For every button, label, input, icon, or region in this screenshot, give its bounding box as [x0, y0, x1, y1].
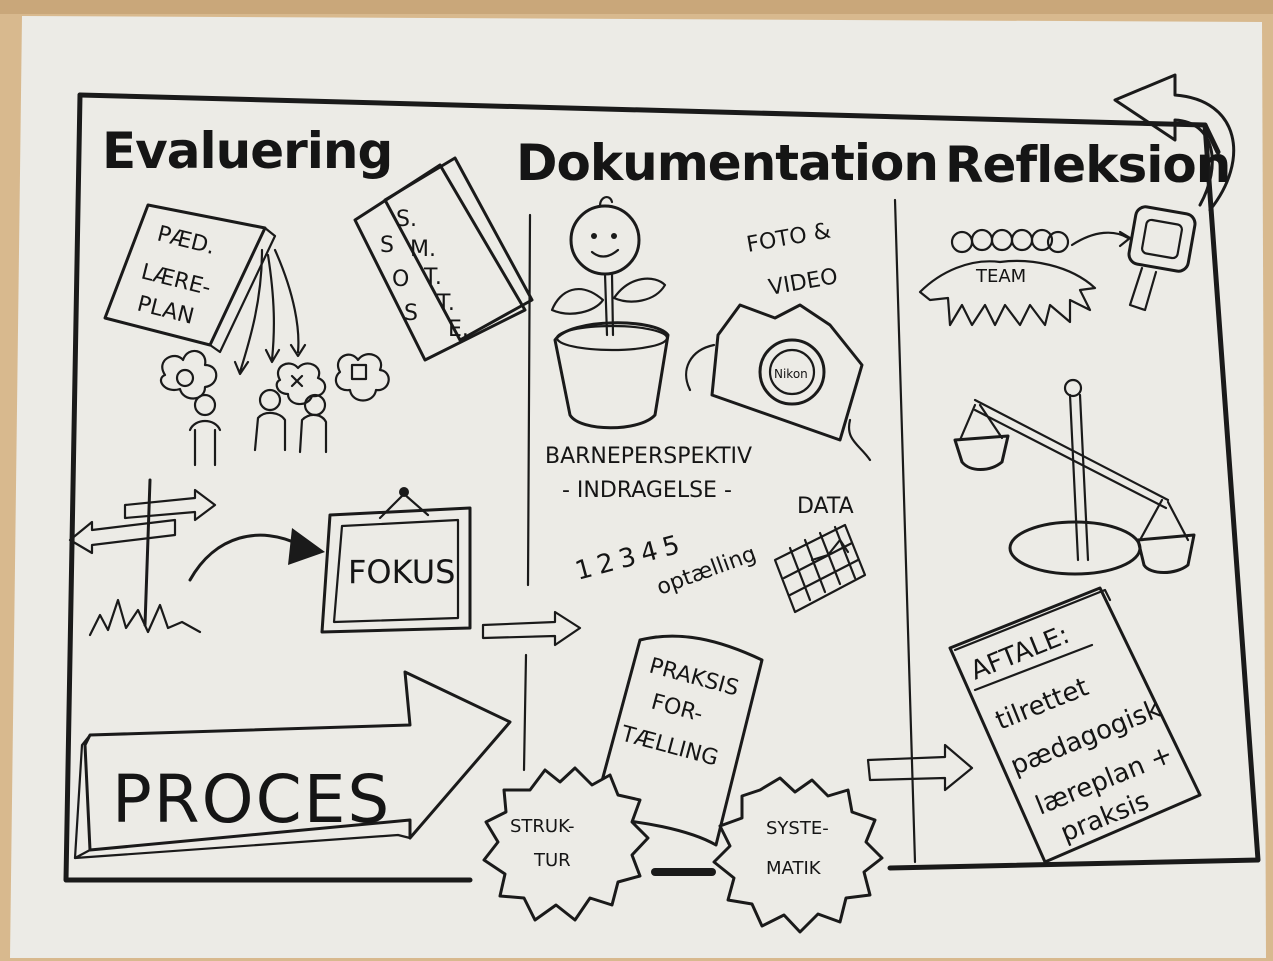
- data-grid-icon: [773, 523, 867, 614]
- barneperspektiv-label: BARNEPERSPEKTIV: [545, 444, 752, 469]
- proces-big-arrow-icon: PROCES: [73, 670, 512, 860]
- title-dokumentation: Dokumentation: [516, 134, 938, 192]
- magnifier-icon: [1070, 205, 1197, 312]
- systematik-line-1: SYSTE-: [766, 818, 829, 839]
- frame-right: [887, 122, 1261, 871]
- camera-icon: Nikon: [685, 303, 872, 462]
- divider-left: [522, 213, 532, 772]
- team-hands-icon: TEAM: [918, 228, 1097, 327]
- struktur-line-2: TUR: [533, 850, 571, 871]
- signpost-icon: [68, 478, 217, 637]
- smtte-letter-4: T.: [436, 291, 455, 316]
- fokus-frame-icon: FOKUS: [320, 487, 472, 634]
- arrow-to-fokus-icon: [188, 528, 325, 582]
- sos-letter-1: S: [380, 233, 394, 258]
- title-evaluering: Evaluering: [102, 122, 392, 180]
- title-refleksion: Refleksion: [945, 136, 1230, 194]
- sos-letter-3: S: [404, 301, 418, 326]
- systematik-line-2: MATIK: [766, 858, 822, 879]
- scale-icon: [953, 378, 1196, 576]
- struktur-line-1: STRUK-: [510, 816, 575, 837]
- smtte-letter-5: E.: [448, 317, 469, 342]
- smtte-letter-3: T.: [423, 265, 442, 290]
- data-label: DATA: [797, 494, 854, 519]
- sos-smtte-binder-icon: S O S S. M. T. T. E.: [353, 156, 534, 362]
- frame-left-bottom: [63, 92, 473, 883]
- indragelse-label: - INDRAGELSE -: [562, 478, 732, 503]
- child-flower-pot-icon: [550, 196, 670, 430]
- smtte-letter-1: S.: [396, 207, 417, 232]
- return-arrow-icon: [1113, 73, 1235, 212]
- systematik-gear-icon: SYSTE- MATIK: [712, 776, 884, 934]
- smtte-letter-2: M.: [410, 237, 436, 262]
- sos-letter-2: O: [392, 267, 409, 292]
- struktur-gear-icon: STRUK- TUR: [482, 766, 650, 922]
- arrow-to-aftale-icon: [866, 743, 974, 792]
- team-label: TEAM: [975, 266, 1026, 287]
- arrow-fokus-to-dok-icon: [481, 610, 582, 647]
- divider-right: [893, 198, 917, 864]
- paper-sheet: [10, 16, 1266, 958]
- table-edge: [0, 0, 1273, 14]
- children-thinking-icon: [159, 349, 390, 467]
- book-arrows-icon: [233, 248, 307, 376]
- proces-label: PROCES: [112, 761, 391, 838]
- fokus-label: FOKUS: [348, 553, 455, 591]
- camera-brand: Nikon: [774, 367, 808, 381]
